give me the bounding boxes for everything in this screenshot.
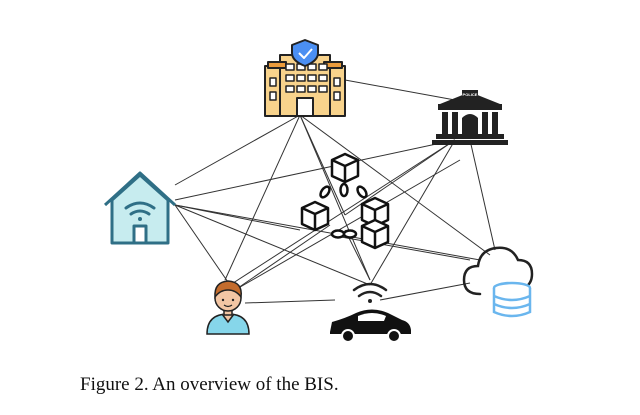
smart-home-wifi-icon bbox=[103, 171, 177, 245]
link-user-blockchain bbox=[234, 224, 331, 291]
figure-caption: Figure 2. An overview of the BIS. bbox=[80, 374, 339, 395]
link-car-cloud bbox=[379, 282, 471, 301]
link-user-cloud-a bbox=[234, 159, 461, 291]
link-blockchain-cloud bbox=[329, 234, 471, 261]
link-user-car bbox=[244, 299, 336, 304]
link-home-car bbox=[174, 204, 371, 286]
link-hospital-blockchain bbox=[299, 114, 346, 216]
police-sign: POLICE bbox=[463, 92, 478, 97]
blockchain-icon bbox=[300, 152, 390, 250]
link-hospital-cloud bbox=[299, 114, 491, 256]
link-home-user bbox=[174, 204, 231, 286]
link-home-cloud bbox=[174, 204, 481, 261]
link-police-user bbox=[229, 139, 456, 286]
link-police-home bbox=[174, 139, 456, 201]
wireless-signal-icon bbox=[352, 282, 388, 298]
link-police-cloud bbox=[469, 139, 496, 251]
link-hospital-home bbox=[174, 114, 301, 186]
connection-lines bbox=[174, 79, 496, 304]
link-hospital-user bbox=[224, 114, 301, 281]
hospital-building-icon bbox=[264, 39, 346, 117]
link-hospital-car bbox=[299, 114, 371, 281]
person-avatar-icon bbox=[206, 280, 250, 335]
checkmark-icon bbox=[298, 48, 313, 59]
connected-car-icon bbox=[330, 282, 411, 343]
chain-link-icon bbox=[319, 182, 368, 239]
shield-icon bbox=[291, 39, 319, 67]
police-station-icon: POLICE bbox=[432, 90, 508, 145]
link-hospital-police bbox=[344, 79, 456, 101]
wifi-icon bbox=[124, 201, 156, 216]
cloud-database-icon bbox=[462, 246, 534, 318]
link-police-car bbox=[369, 139, 456, 286]
